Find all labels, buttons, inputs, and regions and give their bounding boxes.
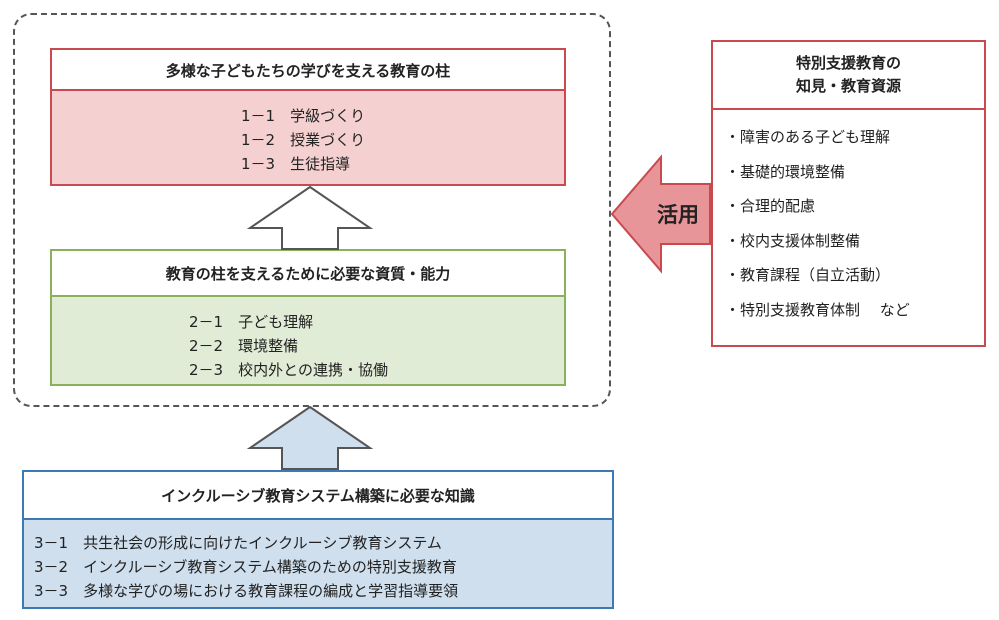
- pillar-box-title: 多様な子どもたちの学びを支える教育の柱: [50, 48, 566, 90]
- resource-title-line1: 特別支援教育の: [795, 54, 901, 72]
- resource-item: ・校内支援体制整備: [725, 231, 861, 250]
- knowledge-item: 3－3 多様な学びの場における教育課程の編成と学習指導要領: [34, 582, 459, 600]
- inner-frame: [13, 13, 611, 407]
- resource-box: 特別支援教育の 知見・教育資源 ・障害のある子ども理解 ・基礎的環境整備 ・合理…: [711, 40, 986, 347]
- competency-item: 2－1 子ども理解: [189, 313, 314, 331]
- apply-arrow-label: 活用: [657, 203, 699, 227]
- pillar-item: 1－1 学級づくり: [241, 107, 366, 125]
- resource-item: ・教育課程（自立活動）: [725, 266, 891, 284]
- competency-item: 2－3 校内外との連携・協働: [189, 361, 388, 379]
- resource-item: ・特別支援教育体制 など: [725, 300, 910, 319]
- competency-title-text: 教育の柱を支えるために必要な資質・能力: [165, 265, 451, 283]
- knowledge-item: 3－1 共生社会の形成に向けたインクルーシブ教育システム: [34, 534, 442, 552]
- competency-box-body: 2－1 子ども理解 2－2 環境整備 2－3 校内外との連携・協働: [50, 295, 566, 386]
- up-arrow-white: [246, 185, 374, 250]
- resource-list: ・障害のある子ども理解 ・基礎的環境整備 ・合理的配慮 ・校内支援体制整備 ・教…: [713, 110, 984, 327]
- apply-arrow: [610, 154, 711, 274]
- pillar-item: 1－2 授業づくり: [241, 131, 366, 149]
- resource-item: ・合理的配慮: [725, 197, 816, 215]
- pillar-box-body: 1－1 学級づくり 1－2 授業づくり 1－3 生徒指導: [50, 89, 566, 186]
- resource-item: ・障害のある子ども理解: [725, 128, 891, 146]
- knowledge-box-title: インクルーシブ教育システム構築に必要な知識: [22, 470, 614, 519]
- up-arrow-blue: [246, 405, 374, 470]
- pillar-title-text: 多様な子どもたちの学びを支える教育の柱: [165, 61, 451, 80]
- knowledge-box-body: 3－1 共生社会の形成に向けたインクルーシブ教育システム 3－2 インクルーシブ…: [22, 518, 614, 609]
- resource-title-line2: 知見・教育資源: [795, 77, 901, 95]
- pillar-item: 1－3 生徒指導: [241, 155, 351, 173]
- resource-box-title: 特別支援教育の 知見・教育資源: [713, 42, 984, 110]
- knowledge-item: 3－2 インクルーシブ教育システム構築のための特別支援教育: [34, 558, 457, 576]
- competency-item: 2－2 環境整備: [189, 337, 299, 355]
- knowledge-title-text: インクルーシブ教育システム構築に必要な知識: [161, 487, 475, 505]
- resource-item: ・基礎的環境整備: [725, 162, 846, 181]
